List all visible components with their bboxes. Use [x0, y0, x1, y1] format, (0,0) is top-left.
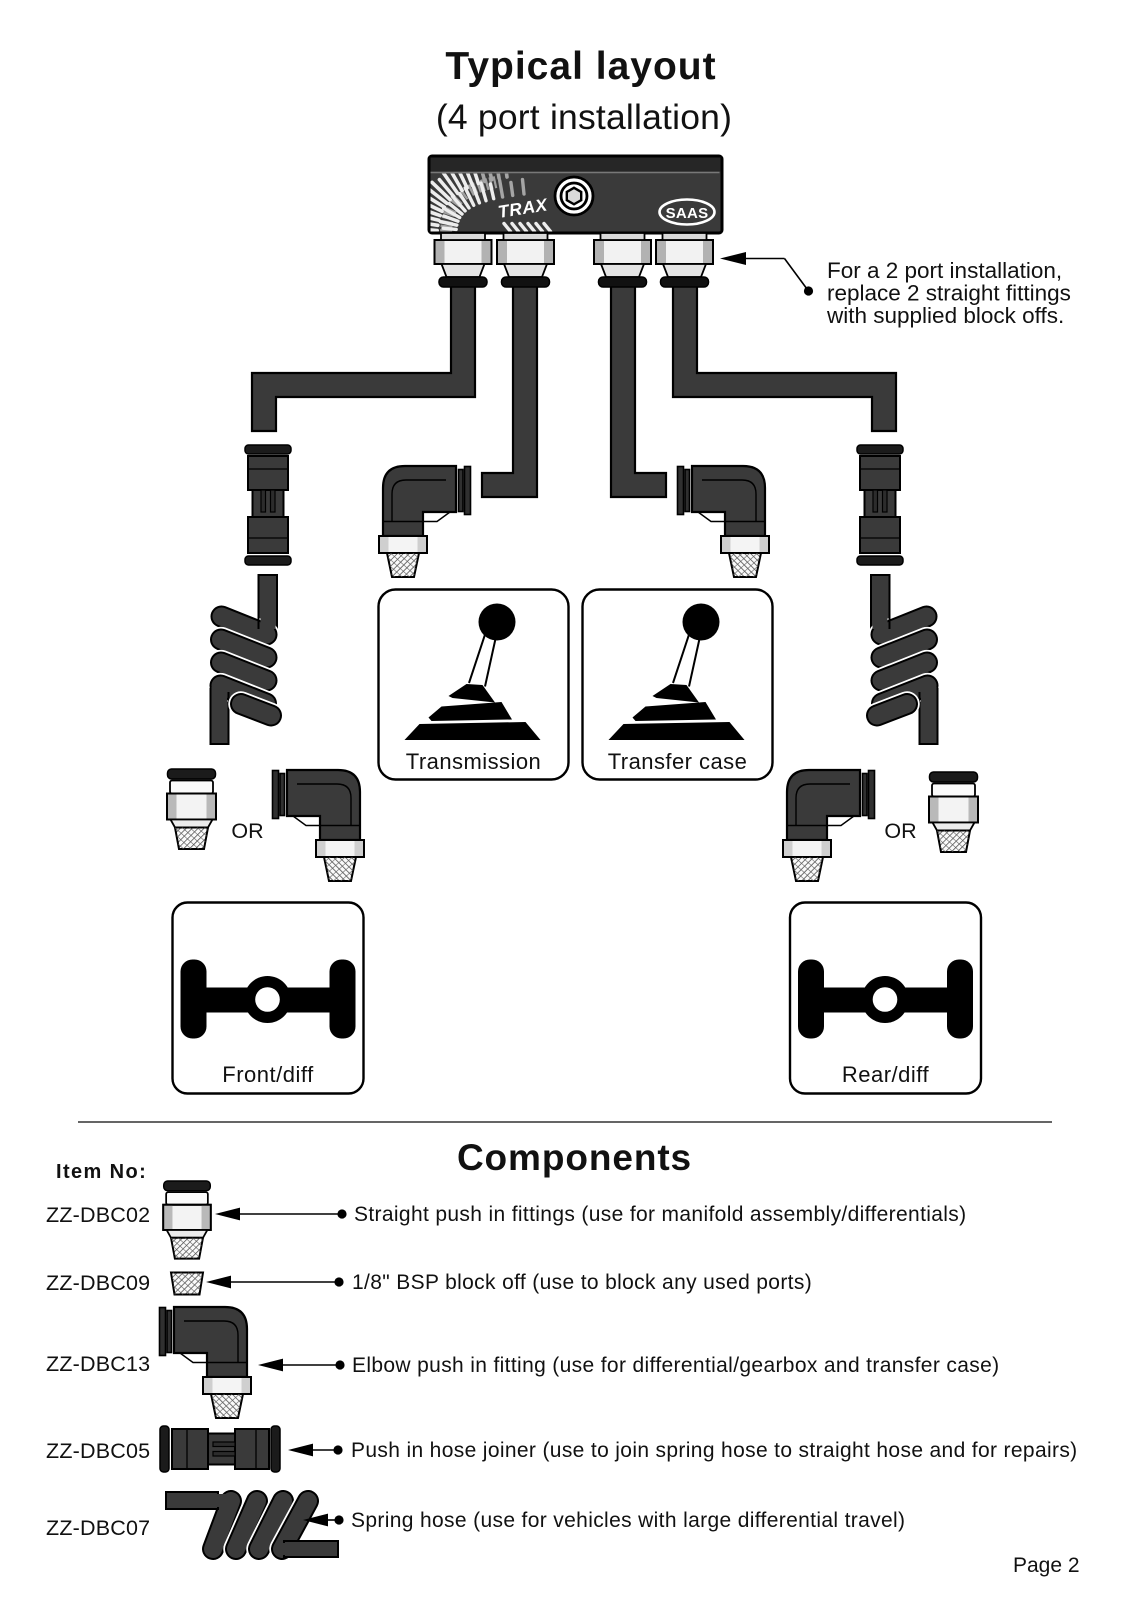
svg-text:ZZ-DBC05: ZZ-DBC05 — [46, 1439, 150, 1463]
svg-text:(4 port installation): (4 port installation) — [436, 97, 732, 137]
svg-text:Spring hose (use for vehicles: Spring hose (use for vehicles with large… — [351, 1509, 905, 1532]
svg-text:1/8" BSP block off (use to blo: 1/8" BSP block off (use to block any use… — [352, 1271, 812, 1294]
svg-text:SAAS: SAAS — [666, 205, 709, 222]
svg-text:ZZ-DBC13: ZZ-DBC13 — [46, 1352, 150, 1376]
svg-text:Rear/diff: Rear/diff — [842, 1062, 930, 1087]
svg-text:ZZ-DBC09: ZZ-DBC09 — [46, 1271, 150, 1295]
svg-text:For a 2 port installation,: For a 2 port installation, — [827, 258, 1062, 283]
svg-text:ZZ-DBC07: ZZ-DBC07 — [46, 1516, 150, 1540]
svg-text:Item No:: Item No: — [56, 1161, 147, 1183]
svg-text:Elbow push in fitting (use for: Elbow push in fitting (use for different… — [352, 1354, 999, 1377]
svg-text:with supplied block offs.: with supplied block offs. — [826, 303, 1064, 328]
svg-text:OR: OR — [231, 819, 263, 843]
svg-text:ZZ-DBC02: ZZ-DBC02 — [46, 1203, 150, 1227]
svg-text:OR: OR — [884, 819, 916, 843]
svg-text:replace 2 straight fittings: replace 2 straight fittings — [827, 281, 1071, 306]
svg-text:Transfer case: Transfer case — [608, 749, 748, 774]
svg-text:Push in hose joiner (use to jo: Push in hose joiner (use to join spring … — [351, 1439, 1078, 1462]
svg-text:Transmission: Transmission — [406, 749, 541, 774]
svg-text:Straight push in fittings (use: Straight push in fittings (use for manif… — [354, 1203, 967, 1226]
svg-text:Front/diff: Front/diff — [222, 1062, 314, 1087]
svg-text:Page 2: Page 2 — [1013, 1554, 1080, 1577]
svg-text:Components: Components — [457, 1137, 692, 1178]
svg-text:Typical layout: Typical layout — [445, 45, 716, 88]
